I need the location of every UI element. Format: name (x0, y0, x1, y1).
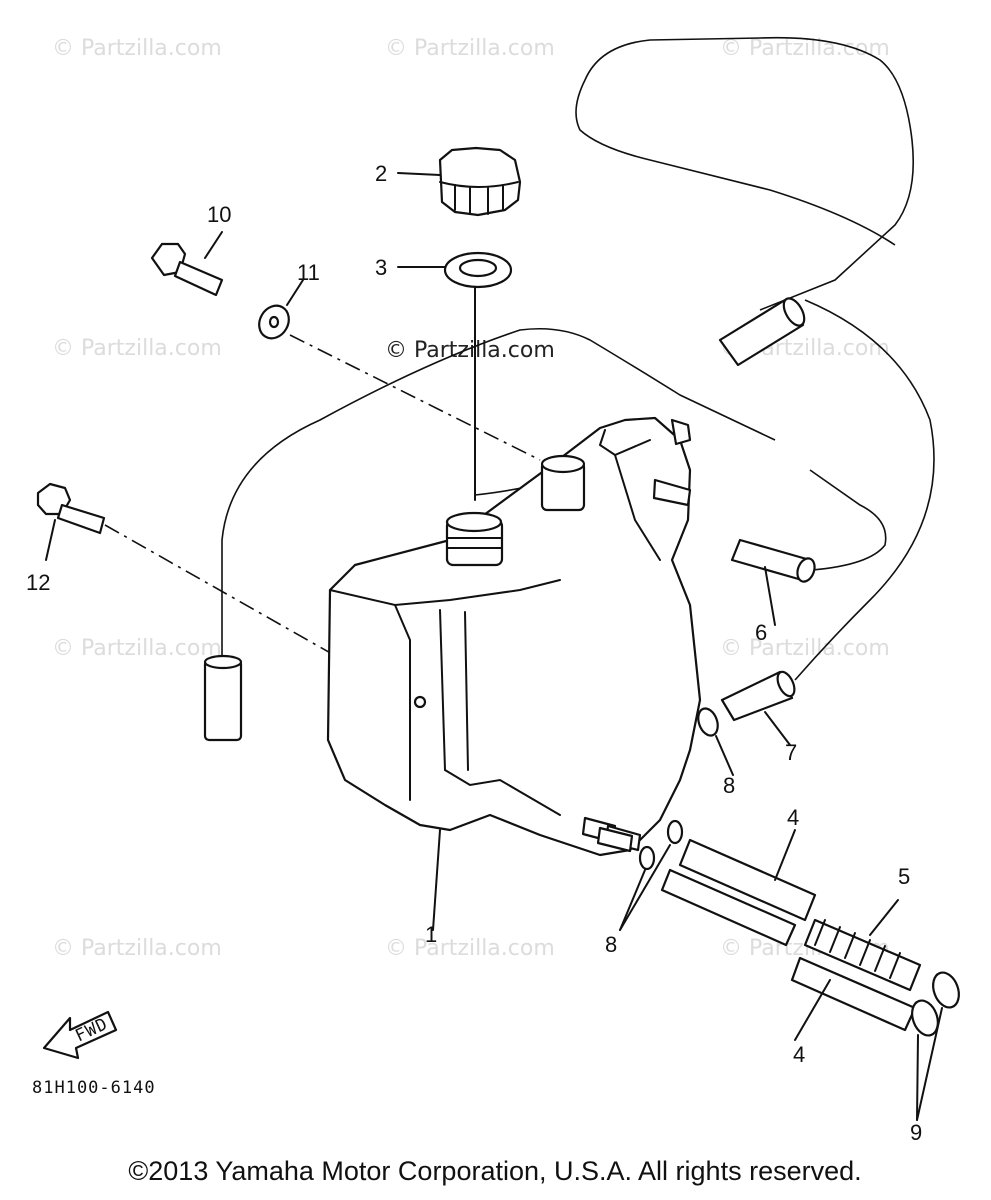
watermark: © Partzilla.com (52, 36, 222, 61)
clamps-9 (911, 971, 960, 1037)
watermark: © Partzilla.com (720, 636, 890, 661)
hose-4 (660, 838, 917, 1032)
hose-pieces (203, 297, 816, 742)
part-number-labels: 2 3 10 11 12 1 6 7 8 8 4 4 5 9 (26, 161, 922, 1145)
watermark: © Partzilla.com (720, 36, 890, 61)
label-part-9: 9 (910, 1120, 922, 1145)
label-part-8-upper: 8 (723, 773, 735, 798)
label-part-12: 12 (26, 570, 50, 595)
label-part-4-upper: 4 (787, 805, 799, 830)
copyright-notice: ©2013 Yamaha Motor Corporation, U.S.A. A… (128, 1156, 861, 1186)
label-part-2: 2 (375, 161, 387, 186)
fwd-arrow-icon: FWD (42, 1010, 118, 1060)
watermark: © Partzilla.com (52, 936, 222, 961)
label-part-1: 1 (425, 922, 437, 947)
label-part-3: 3 (375, 255, 387, 280)
gasket (443, 251, 513, 289)
oil-tank (326, 416, 702, 857)
label-part-10: 10 (207, 202, 231, 227)
watermark: © Partzilla.com (52, 636, 222, 661)
leader-lines (45, 172, 943, 1121)
clips-8 (638, 707, 719, 871)
label-part-8-lower: 8 (605, 932, 617, 957)
center-watermark: © Partzilla.com (385, 338, 555, 363)
watermark: © Partzilla.com (385, 36, 555, 61)
washer-11 (258, 304, 290, 340)
watermark: © Partzilla.com (52, 336, 222, 361)
bolt-12 (36, 482, 106, 535)
label-part-6: 6 (755, 620, 767, 645)
label-part-5: 5 (898, 864, 910, 889)
bolt-10 (150, 242, 224, 297)
label-part-7: 7 (785, 740, 797, 765)
label-part-4-lower: 4 (793, 1042, 805, 1067)
watermark: © Partzilla.com (385, 936, 555, 961)
label-part-11: 11 (297, 260, 320, 285)
cap (438, 146, 522, 217)
diagram-code: 81H100-6140 (32, 1078, 156, 1098)
spring-5 (803, 918, 922, 992)
